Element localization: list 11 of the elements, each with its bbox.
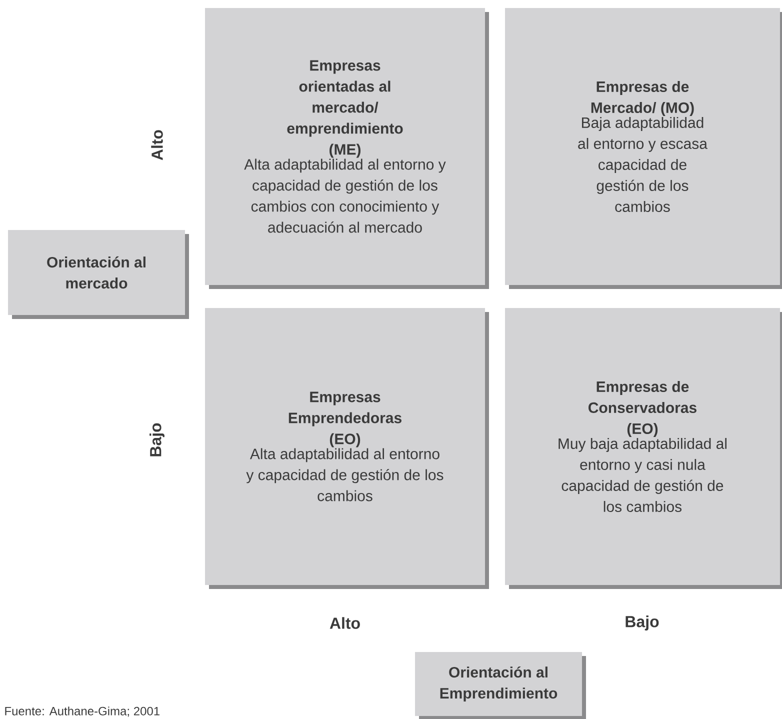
axis-label: Alto	[330, 617, 360, 629]
quadrant-box: Empresas de Conservadoras (EO) Muy baja adaptabilidad al entorno y casi nula capacidad de gestión de los cambios	[505, 308, 782, 589]
quadrant-box: Empresas orientadas al mercado/ emprendimiento (ME) Alta adaptabilidad al entorno y capacidad de gestión de los cambios con conocimiento y adecuación al mercado	[205, 8, 489, 289]
quadrant-box: Empresas de Mercado/ (MO) Baja adaptabilidad al entorno y escasa capacidad de gestión de los cambios	[505, 8, 782, 289]
source-note: Fuente: Authane-Gima; 2001	[5, 706, 160, 717]
axis-label: Bajo	[626, 616, 659, 630]
quadrant-box: Empresas Emprendedoras (EO) Alta adaptabilidad al entorno y capacidad de gestión de los cambios	[205, 308, 489, 589]
axis-box: Orientación al Emprendimiento	[415, 652, 586, 719]
axis-label: Alto	[151, 130, 163, 160]
axis-label: Bajo	[150, 423, 164, 456]
axis-box: Orientación al mercado	[8, 230, 189, 319]
